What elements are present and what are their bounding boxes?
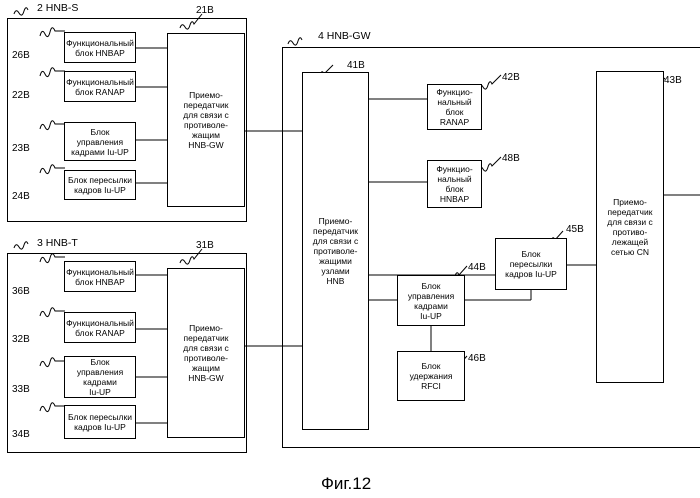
hnb-gw-iuup-forwarding-block: Блок пересылки кадров Iu-UP — [495, 238, 567, 290]
hnb-s-hnbap-block: Функциональный блок HNBAP — [64, 32, 136, 63]
hnb-t-iuup-control-block: Блок управления кадрами Iu-UP — [64, 356, 136, 398]
hnb-gw-ranap-ref: 42B — [502, 72, 520, 83]
hnb-s-iuup-forwarding-block: Блок пересылки кадров Iu-UP — [64, 170, 136, 200]
hnb-gw-iuup-control-ref: 44B — [468, 262, 486, 273]
hnb-s-iuup-control-ref: 23B — [12, 143, 30, 154]
hnb-t-transceiver-ref: 31B — [196, 240, 214, 251]
hnb-gw-hnb-transceiver-ref: 41B — [347, 60, 365, 71]
hnb-gw-rfci-block: Блок удержания RFCI — [397, 351, 465, 401]
hnb-gw-cn-transceiver-ref: 43B — [664, 75, 682, 86]
hnb-t-hnbap-block: Функциональный блок HNBAP — [64, 261, 136, 292]
hnb-t-ranap-block: Функциональный блок RANAP — [64, 312, 136, 343]
hnb-gw-label: 4 HNB-GW — [318, 30, 371, 42]
hnb-t-iuup-forwarding-block: Блок пересылки кадров Iu-UP — [64, 405, 136, 439]
hnb-gw-ranap-block: Функцио- нальный блок RANAP — [427, 84, 482, 130]
hnb-gw-hnbap-block: Функцио- нальный блок HNBAP — [427, 160, 482, 208]
hnb-t-iuup-control-ref: 33B — [12, 384, 30, 395]
hnb-gw-rfci-ref: 46B — [468, 353, 486, 364]
hnb-s-label: 2 HNB-S — [37, 2, 78, 14]
hnb-t-hnbap-ref: 36B — [12, 286, 30, 297]
hnb-s-iuup-forwarding-ref: 24B — [12, 191, 30, 202]
hnb-s-ranap-block: Функциональный блок RANAP — [64, 71, 136, 102]
hnb-t-ranap-ref: 32B — [12, 334, 30, 345]
hnb-s-transceiver: Приемо- передатчик для связи с противоле… — [167, 33, 245, 207]
hnb-s-ranap-ref: 22B — [12, 90, 30, 101]
hnb-s-hnbap-ref: 26B — [12, 50, 30, 61]
hnb-s-transceiver-ref: 21B — [196, 5, 214, 16]
hnb-gw-hnbap-ref: 48B — [502, 153, 520, 164]
hnb-gw-iuup-forwarding-ref: 45B — [566, 224, 584, 235]
hnb-s-iuup-control-block: Блок управления кадрами Iu-UP — [64, 122, 136, 161]
hnb-gw-iuup-control-block: Блок управления кадрами Iu-UP — [397, 275, 465, 326]
hnb-t-label: 3 HNB-T — [37, 237, 78, 249]
hnb-t-transceiver: Приемо- передатчик для связи с противоле… — [167, 268, 245, 438]
hnb-gw-hnb-transceiver: Приемо- передатчик для связи с противоле… — [302, 72, 369, 430]
figure-caption: Фиг.12 — [321, 474, 371, 494]
hnb-gw-cn-transceiver: Приемо- передатчик для связи с противо- … — [596, 71, 664, 383]
hnb-t-iuup-forwarding-ref: 34B — [12, 429, 30, 440]
